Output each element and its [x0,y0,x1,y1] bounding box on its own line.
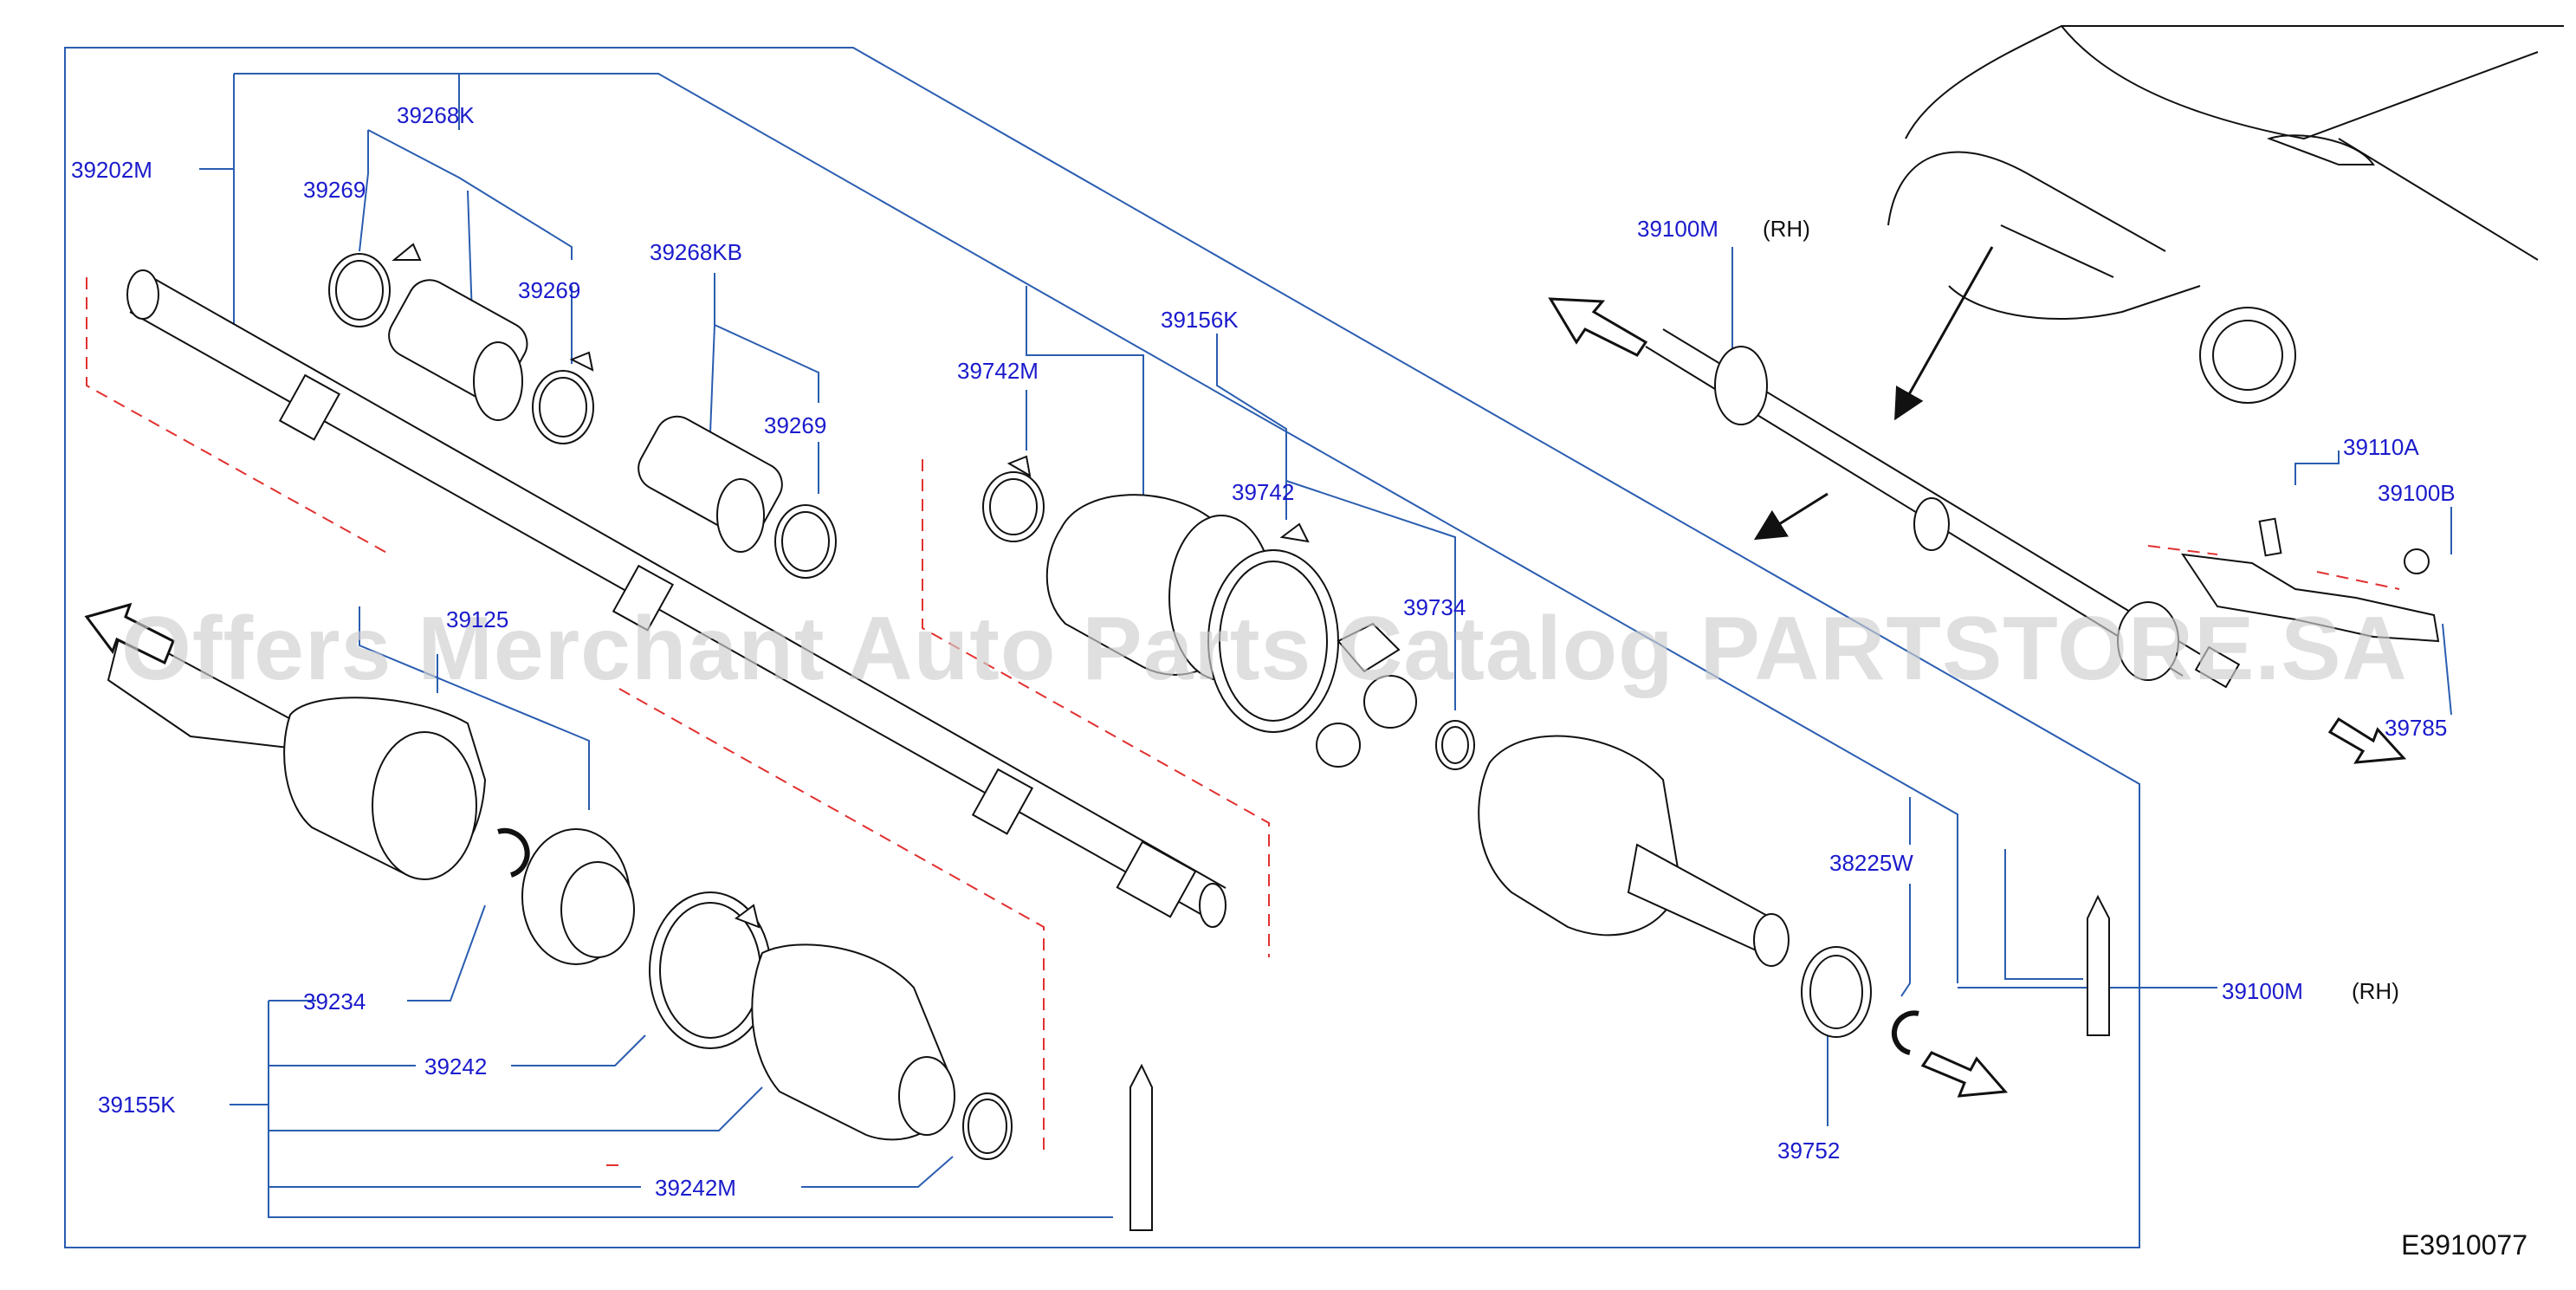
label-39785[interactable]: 39785 [2385,715,2448,741]
label-39752[interactable]: 39752 [1777,1138,1841,1164]
label-39268KB[interactable]: 39268KB [650,239,742,265]
lower-left-joint [107,626,1153,1231]
label-39742M[interactable]: 39742M [957,358,1039,384]
label-39100M-top[interactable]: 39100M [1637,216,1718,242]
label-39269-a[interactable]: 39269 [303,177,366,203]
label-39242[interactable]: 39242 [424,1053,488,1079]
label-39125[interactable]: 39125 [446,606,509,632]
label-39202M[interactable]: 39202M [71,157,152,183]
car-outline [1887,25,2564,404]
label-39269-c[interactable]: 39269 [764,412,827,438]
label-39269-b[interactable]: 39269 [518,277,581,303]
label-39100M-right[interactable]: 39100M [2222,978,2303,1004]
label-38225W[interactable]: 38225W [1829,850,1913,876]
label-39242M[interactable]: 39242M [655,1175,736,1201]
complete-shaft [1645,328,2241,689]
side-note-right: (RH) [2352,978,2399,1004]
label-39100B[interactable]: 39100B [2378,480,2456,506]
label-39234[interactable]: 39234 [303,989,366,1014]
watermark: Offers Merchant Auto Parts Catalog PARTS… [121,599,2408,699]
dashed-boundaries [86,277,2400,1166]
label-39156K[interactable]: 39156K [1161,307,1239,333]
side-note-top: (RH) [1763,216,1810,242]
leader-lines [199,73,2452,1218]
middle-boot-parts [982,455,1475,770]
assembly-frame [64,47,2140,1248]
label-39110A[interactable]: 39110A [2343,434,2419,460]
label-39268K[interactable]: 39268K [397,102,475,128]
direction-arrows [84,246,2407,1098]
label-39155K[interactable]: 39155K [98,1092,176,1118]
label-39742[interactable]: 39742 [1232,479,1295,505]
bracket-plate [2180,517,2440,643]
upper-left-parts [328,243,837,579]
inner-joint [1478,735,2110,1055]
label-39734[interactable]: 39734 [1403,594,1466,620]
drive-shaft [126,269,1227,928]
diagram-code: E3910077 [2401,1229,2527,1261]
